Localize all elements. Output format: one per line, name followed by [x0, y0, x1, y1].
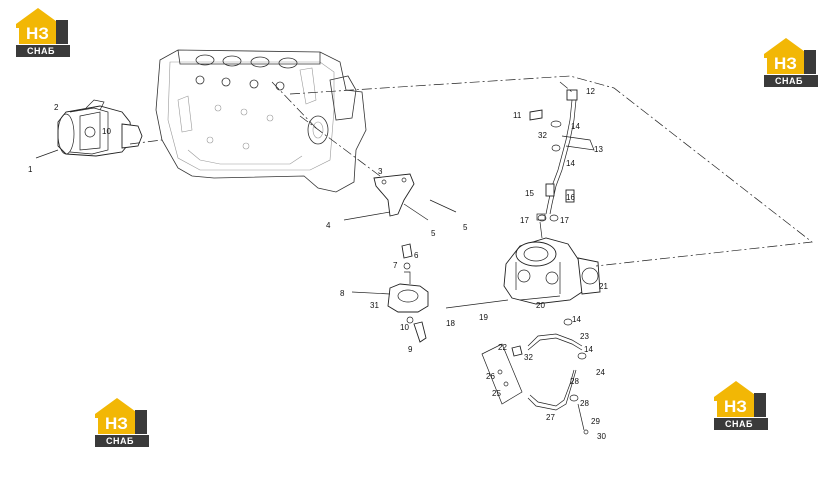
callout-label: 31 [370, 301, 379, 310]
callout-label: 1 [28, 165, 33, 174]
logo-top-right: НЗ СНАБ [764, 38, 818, 87]
callout-label: 28 [570, 377, 579, 386]
logo-text: СНАБ [725, 419, 753, 429]
engine-block [155, 49, 367, 193]
callout-label: 29 [591, 417, 600, 426]
logo-bottom-left: НЗ СНАБ [95, 398, 149, 447]
coolant-housing [351, 243, 429, 343]
logo-top-left: НЗ СНАБ [16, 8, 70, 57]
callout-label: 30 [597, 432, 606, 441]
callout-label: 23 [580, 332, 589, 341]
callout-label: 20 [536, 301, 545, 310]
callout-label: 9 [408, 345, 413, 354]
callout-labels: 1 2 10 3 4 5 5 6 7 8 31 10 9 11 12 32 14… [28, 87, 608, 441]
callout-label: 4 [326, 221, 331, 230]
callout-label: 18 [446, 319, 455, 328]
callout-label: 32 [538, 131, 547, 140]
callout-label: 19 [479, 313, 488, 322]
callout-label: 11 [513, 111, 522, 120]
logo-text: СНАБ [106, 436, 134, 446]
callout-label: 32 [524, 353, 533, 362]
callout-label: 21 [599, 282, 608, 291]
callout-label: 5 [463, 223, 468, 232]
logo-text: СНАБ [775, 76, 803, 86]
callout-label: 2 [54, 103, 59, 112]
callout-label: 14 [571, 122, 580, 131]
callout-label: 26 [486, 372, 495, 381]
callout-label: 28 [580, 399, 589, 408]
logo-text: СНАБ [27, 46, 55, 56]
oil-pipe-assembly [529, 89, 595, 222]
callout-label: 22 [498, 343, 507, 352]
logo-mark: НЗ [26, 24, 49, 43]
callout-label: 17 [560, 216, 569, 225]
callout-label: 10 [400, 323, 409, 332]
air-compressor [445, 213, 601, 309]
callout-label: 24 [596, 368, 605, 377]
callout-label: 13 [594, 145, 603, 154]
logo-bottom-right: НЗ СНАБ [714, 381, 768, 430]
callout-label: 27 [546, 413, 555, 422]
callout-label: 16 [566, 193, 575, 202]
callout-label: 25 [492, 389, 501, 398]
reference-lines [129, 75, 813, 267]
callout-label: 14 [566, 159, 575, 168]
callout-label: 14 [572, 315, 581, 324]
callout-label: 17 [520, 216, 529, 225]
callout-label: 6 [414, 251, 419, 260]
logo-mark: НЗ [105, 414, 128, 433]
logo-mark: НЗ [724, 397, 747, 416]
starter-motor [35, 99, 143, 159]
callout-label: 10 [102, 127, 111, 136]
bracket [343, 173, 457, 221]
callout-label: 7 [393, 261, 398, 270]
callout-label: 15 [525, 189, 534, 198]
callout-label: 3 [378, 167, 383, 176]
lower-pipe-assembly [481, 318, 589, 435]
callout-label: 8 [340, 289, 345, 298]
callout-label: 5 [431, 229, 436, 238]
callout-label: 12 [586, 87, 595, 96]
callout-label: 14 [584, 345, 593, 354]
logo-mark: НЗ [774, 54, 797, 73]
